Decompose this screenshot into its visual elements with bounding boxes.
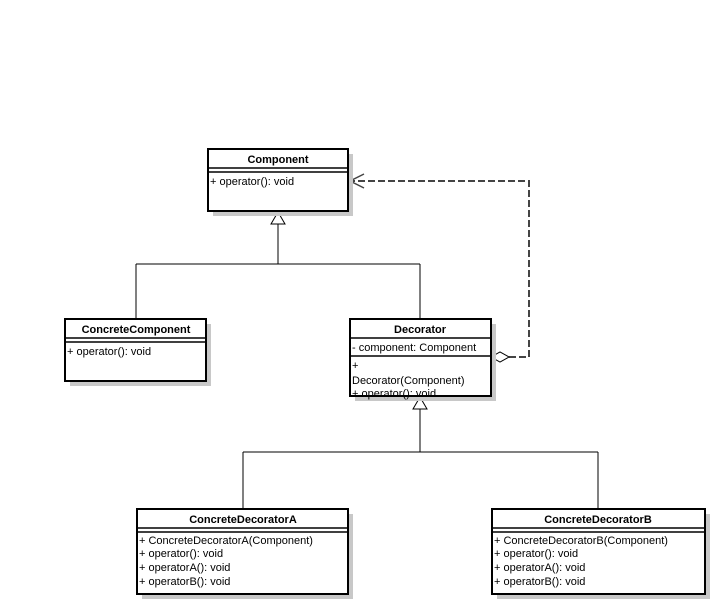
operation: + operatorA(): void <box>139 562 230 574</box>
operation: + operatorA(): void <box>494 562 585 574</box>
generalization-to-component <box>135 211 421 319</box>
inheritance-arrowhead <box>412 396 428 410</box>
attribute: - component: Component <box>352 342 476 354</box>
operation: + operator(): void <box>352 388 436 400</box>
operation: + ConcreteDecoratorA(Component) <box>139 535 313 547</box>
class-name: Decorator <box>394 324 447 336</box>
operation: + operator(): void <box>494 548 578 560</box>
class-component[interactable]: Component + operator(): void <box>207 148 353 216</box>
class-name: Component <box>247 154 308 166</box>
class-concrete-decorator-b[interactable]: ConcreteDecoratorB + ConcreteDecoratorB(… <box>491 508 710 599</box>
class-concrete-decorator-a[interactable]: ConcreteDecoratorA + ConcreteDecoratorA(… <box>136 508 353 599</box>
operation: + <box>352 360 358 372</box>
class-concrete-component[interactable]: ConcreteComponent + operator(): void <box>64 318 211 386</box>
operation: + operatorB(): void <box>494 576 585 588</box>
operation: + operator(): void <box>139 548 223 560</box>
generalization-to-decorator <box>242 396 599 509</box>
inheritance-arrowhead <box>270 211 286 225</box>
class-name: ConcreteDecoratorA <box>189 514 297 526</box>
operation: Decorator(Component) <box>352 375 465 387</box>
class-decorator[interactable]: Decorator - component: Component + Decor… <box>349 318 496 401</box>
operation: + operator(): void <box>210 176 294 188</box>
operation: + operatorB(): void <box>139 576 230 588</box>
operation: + operator(): void <box>67 346 151 358</box>
class-name: ConcreteDecoratorB <box>544 514 652 526</box>
operation: + ConcreteDecoratorB(Component) <box>494 535 668 547</box>
class-name: ConcreteComponent <box>82 324 191 336</box>
